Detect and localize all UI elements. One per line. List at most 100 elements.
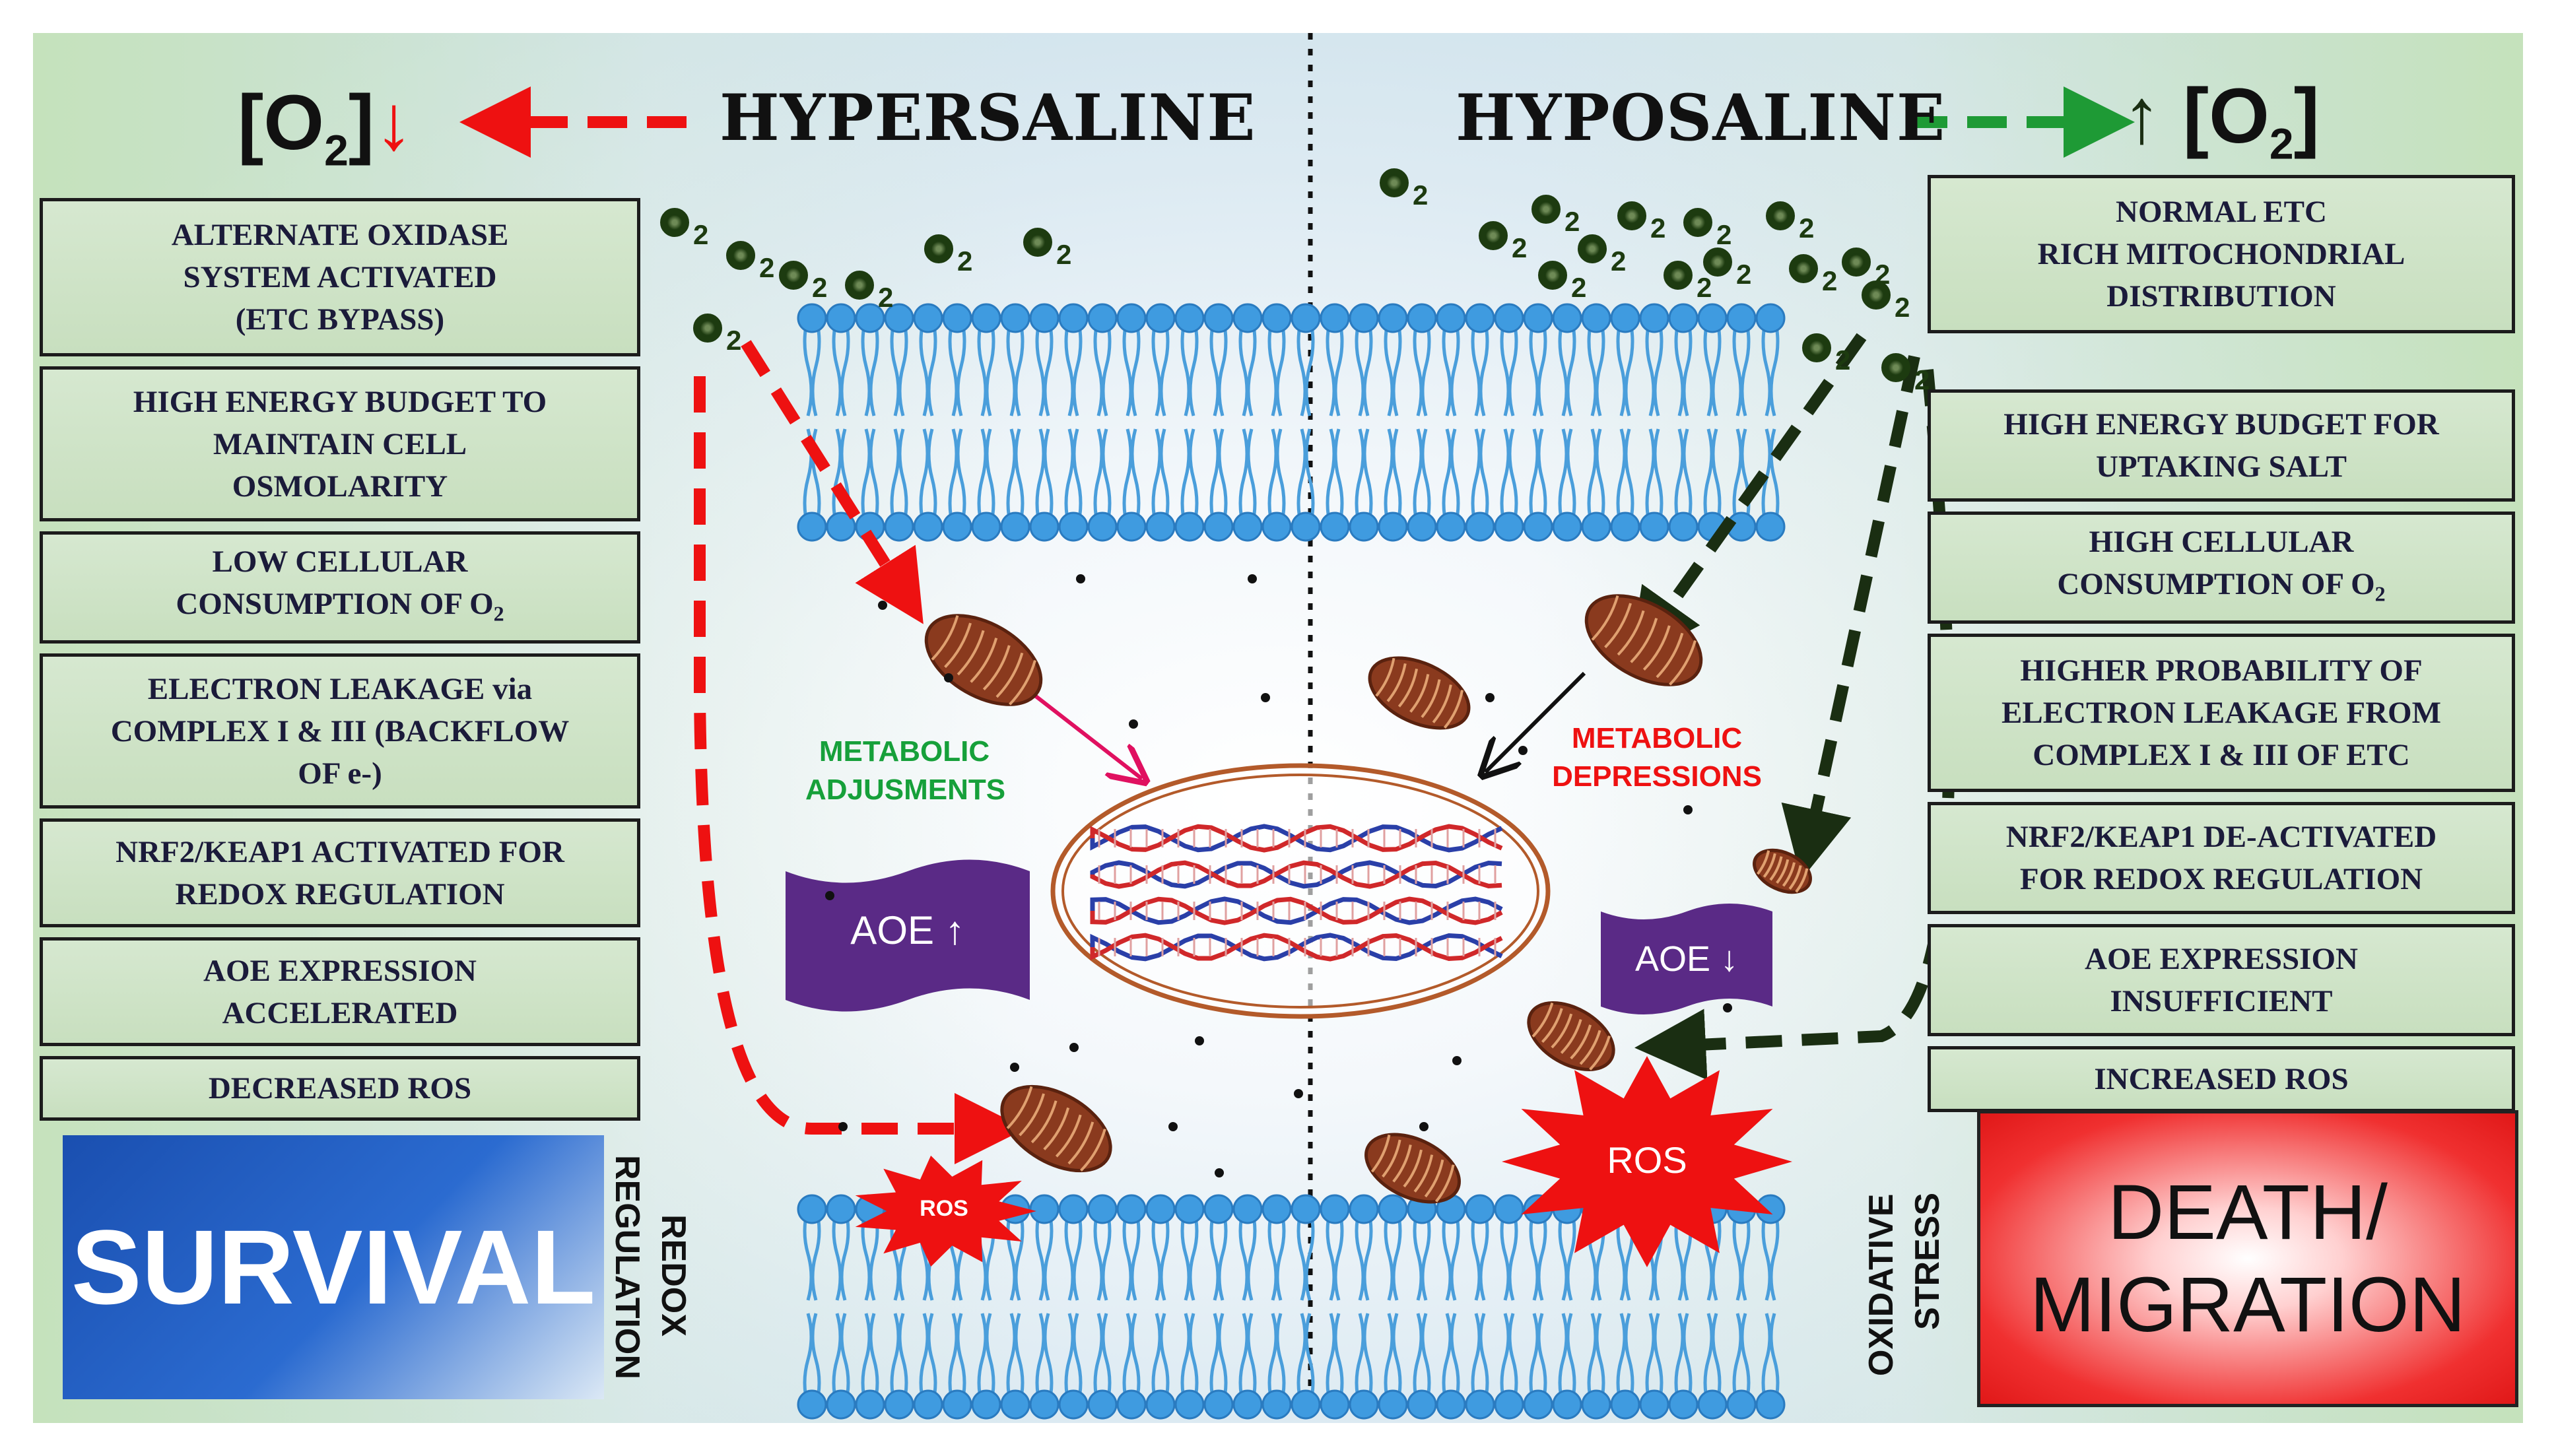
o2-molecule: 2 xyxy=(693,304,741,356)
particle-dot xyxy=(1129,719,1138,729)
death-panel: DEATH/ MIGRATION xyxy=(1977,1110,2518,1407)
o2-sub: 2 xyxy=(1716,219,1732,250)
particle-dot xyxy=(1195,1036,1204,1045)
o2-molecule: 2 xyxy=(1479,211,1527,264)
o2-sub: 2 xyxy=(1736,259,1752,290)
particle-dot xyxy=(1723,1003,1732,1012)
mitochondrion xyxy=(1584,594,1703,686)
particle-dot xyxy=(1518,746,1528,755)
o2-sub: 2 xyxy=(1413,180,1429,211)
o2-ring xyxy=(1881,353,1910,383)
o2-sub: 2 xyxy=(878,282,894,313)
o2-molecule: 2 xyxy=(1683,198,1732,251)
o2-ring xyxy=(1479,221,1508,251)
o2-sub: 2 xyxy=(1835,345,1851,376)
particle-dot xyxy=(1215,1168,1224,1177)
right-box-energy-budget: HIGH ENERGY BUDGET FOR UPTAKING SALT xyxy=(1928,389,2515,502)
o2-ring xyxy=(1538,261,1567,290)
o2-ring xyxy=(1023,228,1052,257)
ros-burst-big xyxy=(1502,1056,1792,1267)
dark-arrow-to-upper-mito xyxy=(1629,333,1867,663)
o2-molecule: 2 xyxy=(1380,158,1428,211)
ros-big-text: ROS xyxy=(1607,1139,1687,1181)
right-o2-close: ] xyxy=(2293,73,2320,160)
left-box-energy-budget: HIGH ENERGY BUDGET TO MAINTAIN CELL OSMO… xyxy=(40,366,640,521)
o2-sub: 2 xyxy=(726,325,742,356)
left-box-alternate-oxidase: ALTERNATE OXIDASE SYSTEM ACTIVATED (ETC … xyxy=(40,198,640,356)
center-divider xyxy=(1308,33,1313,1423)
o2-sub: 2 xyxy=(957,246,973,277)
mitochondrion xyxy=(924,614,1043,706)
o2-sub: 2 xyxy=(1056,239,1072,270)
o2-sub: 2 xyxy=(812,272,828,303)
o2-sub: 2 xyxy=(1650,213,1666,244)
o2-sub: 2 xyxy=(693,219,709,250)
particle-dot xyxy=(878,601,887,610)
o2-ring xyxy=(1380,168,1409,198)
o2-ring xyxy=(1862,281,1891,310)
particle-dot xyxy=(944,673,953,682)
mitochondrion xyxy=(1000,1084,1112,1173)
o2-molecule: 2 xyxy=(726,231,774,284)
left-box-electron-leakage: ELECTRON LEAKAGE via COMPLEX I & III (BA… xyxy=(40,653,640,809)
right-o2-indicator: ↑ [O2] xyxy=(2122,71,2320,169)
left-box-decreased-ros: DECREASED ROS xyxy=(40,1056,640,1121)
o2-molecule: 2 xyxy=(1862,271,1910,323)
particle-dot xyxy=(1168,1122,1178,1131)
ros-small-text: ROS xyxy=(920,1196,968,1221)
o2-ring xyxy=(1703,248,1732,277)
o2-ring xyxy=(1531,195,1561,224)
mito-to-dna-arrow-left xyxy=(1022,684,1142,779)
o2-sub: 2 xyxy=(1895,292,1910,323)
aoe-down-text: AOE ↓ xyxy=(1634,939,1739,979)
o2-molecule: 2 xyxy=(1538,251,1586,304)
particle-dot xyxy=(1069,1043,1079,1052)
left-o2-sub: 2 xyxy=(324,125,349,175)
particle-dot xyxy=(838,1122,848,1131)
o2-molecule: 2 xyxy=(660,198,708,251)
membranes-layer xyxy=(797,303,1786,1420)
mitochondrion xyxy=(1364,1133,1461,1204)
particle-dot xyxy=(825,891,834,900)
survival-text: SURVIVAL xyxy=(71,1208,596,1326)
o2-molecule: 2 xyxy=(1023,218,1071,271)
left-box-aoe-accelerated: AOE EXPRESSION ACCELERATED xyxy=(40,937,640,1046)
o2-molecule: 2 xyxy=(1617,191,1665,244)
right-box-normal-etc: NORMAL ETC RICH MITOCHONDRIAL DISTRIBUTI… xyxy=(1928,175,2515,333)
o2-molecule: 2 xyxy=(1703,238,1751,290)
right-o2-bracket: [O xyxy=(2182,73,2270,160)
o2-ring xyxy=(1766,201,1795,231)
o2-ring xyxy=(779,261,808,290)
o2-molecule: 2 xyxy=(1664,251,1712,304)
left-o2-indicator: [O2]↓ xyxy=(238,78,413,176)
particle-dot xyxy=(1452,1056,1462,1065)
o2-sub: 2 xyxy=(759,252,775,283)
hyposaline-title: HYPOSALINE xyxy=(1456,81,1946,155)
o2-sub: 2 xyxy=(1822,265,1838,296)
metabolic-depressions-label: METABOLIC DEPRESSIONS xyxy=(1552,722,1762,793)
mito-to-dna-arrow-right xyxy=(1485,671,1586,772)
hypersaline-title: HYPERSALINE xyxy=(720,81,1256,155)
o2-molecule: 2 xyxy=(845,261,893,314)
left-o2-close: ] xyxy=(348,79,375,166)
o2-molecule: 2 xyxy=(1578,224,1626,277)
stress-label: STRESS xyxy=(1908,1192,1947,1330)
metabolic-adjustments-label: METABOLIC ADJUSMENTS xyxy=(805,735,1006,806)
o2-ring xyxy=(726,241,755,271)
mitochondrion xyxy=(1368,656,1471,730)
o2-sub: 2 xyxy=(1799,213,1815,244)
o2-ring xyxy=(693,314,722,343)
o2-ring xyxy=(1802,333,1831,363)
o2-molecule: 2 xyxy=(1789,244,1837,297)
regulation-label-text: REGULATION xyxy=(608,1155,646,1379)
o2-molecule: 2 xyxy=(779,251,827,304)
aoe-up-text: AOE ↑ xyxy=(850,908,965,952)
particle-dot xyxy=(1294,1089,1303,1098)
right-box-nrf2-deactivated: NRF2/KEAP1 DE-ACTIVATED FOR REDOX REGULA… xyxy=(1928,802,2515,914)
particle-dot xyxy=(1010,1063,1019,1072)
survival-panel: SURVIVAL xyxy=(63,1135,604,1399)
o2-sub: 2 xyxy=(1512,232,1528,263)
particle-dot xyxy=(1485,693,1495,702)
dna-nucleus xyxy=(1050,763,1551,1019)
